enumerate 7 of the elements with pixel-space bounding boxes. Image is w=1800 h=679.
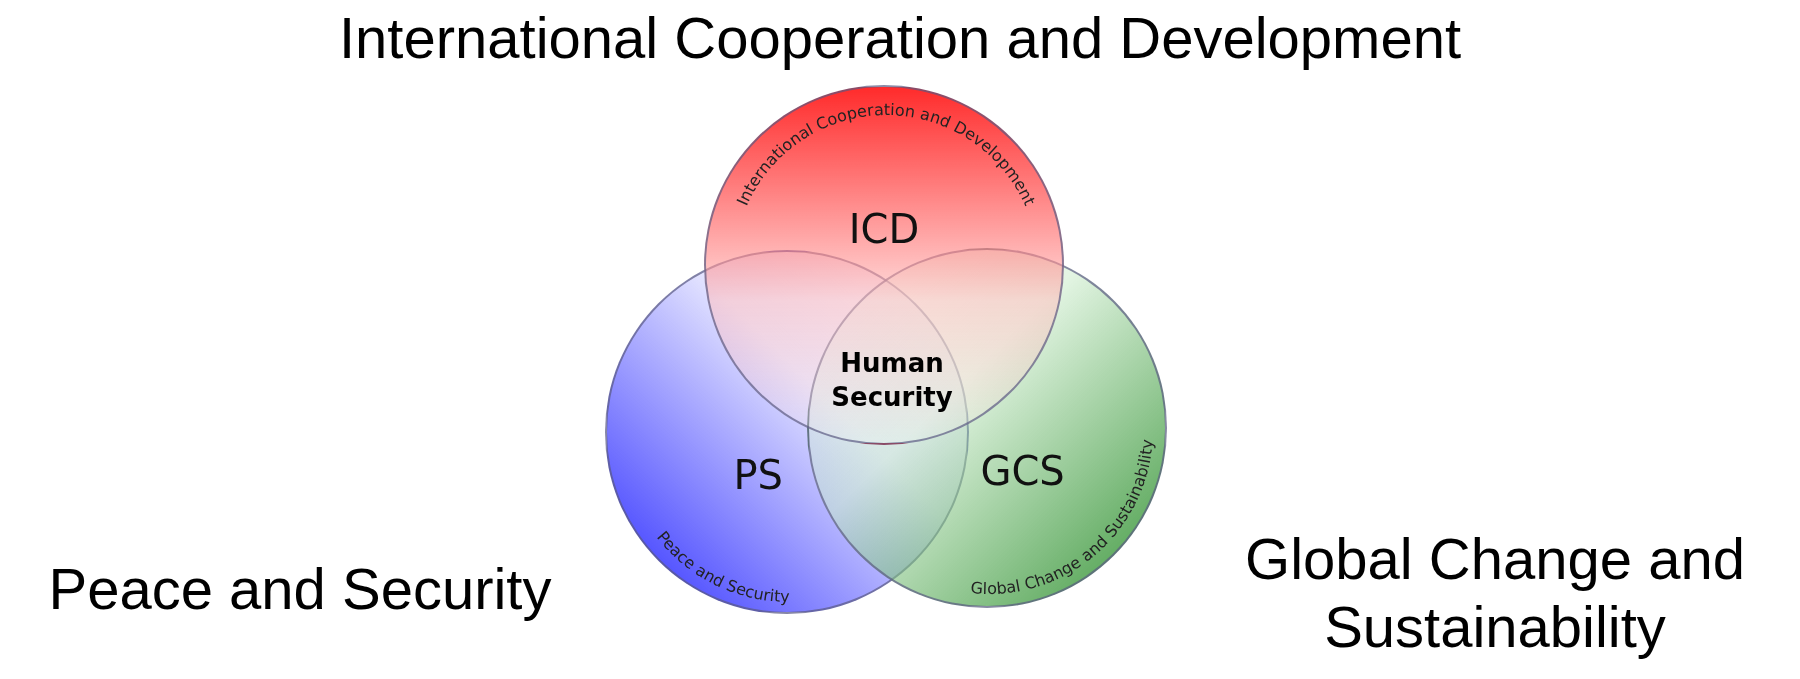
abbreviation-label: ICD: [848, 206, 920, 253]
abbreviation-label: GCS: [980, 447, 1065, 494]
center-label: Human Security: [830, 347, 954, 414]
abbreviation-label: PS: [733, 452, 783, 499]
region-title: Global Change and Sustainability: [1244, 525, 1746, 662]
region-title: Peace and Security: [47, 555, 553, 623]
region-title: International Cooperation and Development: [337, 4, 1463, 72]
